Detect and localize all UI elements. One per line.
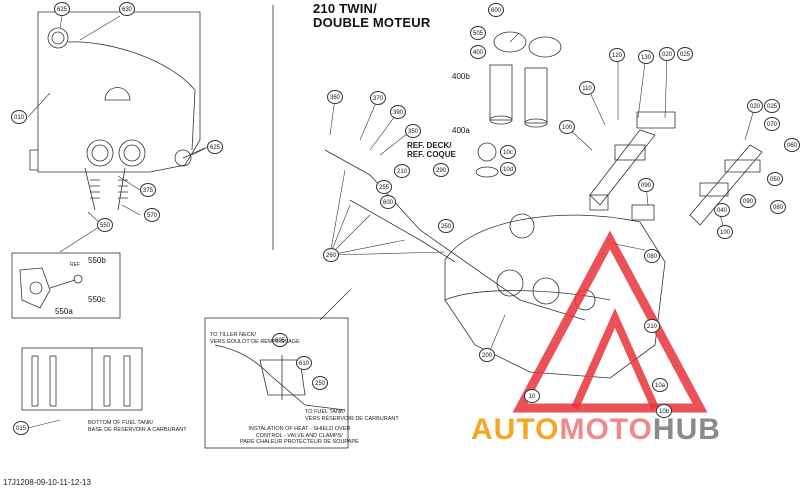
tank-brackets bbox=[589, 111, 763, 226]
title-line-1: 210 TWIN/ bbox=[313, 1, 377, 16]
callout-350: 350 bbox=[405, 124, 421, 138]
part-label-550b: 550b bbox=[88, 256, 106, 265]
callout-130: 130 bbox=[638, 50, 654, 64]
heat-en-1: INSTALATION OF HEAT - SHIELD OVER bbox=[248, 426, 351, 432]
callout-10b: 10b bbox=[656, 404, 672, 418]
callout-100: 100 bbox=[717, 225, 733, 239]
tiller-neck-note: TO TILLER NECK/ VERS GOULOT DE REMPLISSA… bbox=[210, 332, 300, 345]
callout-110: 110 bbox=[579, 81, 595, 95]
callout-370: 370 bbox=[370, 91, 386, 105]
main-fuel-tank bbox=[319, 142, 666, 379]
callout-100: 100 bbox=[559, 120, 575, 134]
bottom-tank-note: BOTTOM OF FUEL TANK/ BASE DE RÉSERVOIR À… bbox=[88, 420, 187, 433]
fuel-tank-top-view bbox=[29, 11, 206, 211]
callout-210: 210 bbox=[644, 319, 660, 333]
heat-shield-detail-box bbox=[204, 317, 349, 449]
heat-en-2: CONTROL - VALVE AND CLAMPS/ bbox=[255, 432, 343, 439]
part-label-400b: 400b bbox=[452, 72, 470, 81]
brand-moto: MOTO bbox=[559, 413, 653, 446]
fuel-tank-en: TO FUEL TANK/ bbox=[305, 409, 346, 415]
callout-015: 015 bbox=[13, 421, 29, 435]
callout-250: 250 bbox=[438, 219, 454, 233]
ref-deck-note: REF. DECK/ REF. COQUE bbox=[407, 141, 456, 159]
bottom-tank-fr: BASE DE RÉSERVOIR À CARBURANT bbox=[88, 426, 187, 433]
callout-600: 600 bbox=[380, 195, 396, 209]
callout-605: 605 bbox=[272, 333, 288, 347]
ref-small: REF bbox=[70, 262, 80, 268]
callout-570: 570 bbox=[144, 208, 160, 222]
callout-375: 375 bbox=[140, 183, 156, 197]
callout-390: 390 bbox=[390, 105, 406, 119]
bottom-tank-en: BOTTOM OF FUEL TANK/ bbox=[88, 420, 154, 426]
fuel-pumps bbox=[489, 31, 562, 128]
callout-020: 020 bbox=[747, 99, 763, 113]
callout-255: 255 bbox=[376, 180, 392, 194]
callout-630: 630 bbox=[119, 2, 135, 16]
callout-090: 090 bbox=[638, 178, 654, 192]
callout-040: 040 bbox=[714, 203, 730, 217]
callout-210: 210 bbox=[394, 164, 410, 178]
diagram-title: 210 TWIN/ DOUBLE MOTEUR bbox=[313, 2, 430, 30]
callout-505: 505 bbox=[470, 26, 486, 40]
callout-550: 550 bbox=[97, 218, 113, 232]
heat-shield-note: INSTALATION OF HEAT - SHIELD OVER CONTRO… bbox=[240, 426, 359, 446]
watermark-logo bbox=[512, 230, 708, 413]
title-line-2: DOUBLE MOTEUR bbox=[313, 15, 431, 30]
callout-400: 400 bbox=[470, 45, 486, 59]
tiller-en: TO TILLER NECK/ bbox=[210, 332, 256, 338]
callout-10d: 10d bbox=[500, 162, 516, 176]
callout-070: 070 bbox=[764, 117, 780, 131]
brand-hub: HUB bbox=[652, 413, 721, 446]
fuel-tank-note: TO FUEL TANK/ VERS RÉSERVOIR DE CARBURAN… bbox=[305, 409, 399, 422]
part-label-550c: 550c bbox=[88, 295, 106, 304]
callout-080: 080 bbox=[644, 249, 660, 263]
tiller-fr: VERS GOULOT DE REMPLISSAGE bbox=[210, 338, 300, 345]
callout-020: 020 bbox=[659, 47, 675, 61]
callout-025: 025 bbox=[764, 99, 780, 113]
diagram-code: 17J1208-09-10-11-12-13 bbox=[3, 478, 91, 487]
callout-050: 050 bbox=[767, 172, 783, 186]
callout-10c: 10c bbox=[500, 145, 516, 159]
fuel-tank-fr: VERS RÉSERVOIR DE CARBURANT bbox=[305, 415, 399, 422]
callout-060: 060 bbox=[784, 138, 800, 152]
callout-10a: 10a bbox=[652, 378, 668, 392]
part-label-550a: 550a bbox=[55, 307, 73, 316]
callout-260: 260 bbox=[323, 248, 339, 262]
callout-250: 250 bbox=[312, 376, 328, 390]
callout-360: 360 bbox=[327, 90, 343, 104]
callout-080: 080 bbox=[770, 200, 786, 214]
callout-010: 010 bbox=[11, 110, 27, 124]
hose-detail-box bbox=[11, 252, 121, 319]
callout-025: 025 bbox=[677, 47, 693, 61]
callout-290: 290 bbox=[433, 163, 449, 177]
ref-coque: REF. COQUE bbox=[407, 150, 456, 159]
callout-625: 625 bbox=[54, 2, 70, 16]
part-label-400a: 400a bbox=[452, 126, 470, 135]
bottom-of-tank-view bbox=[21, 347, 143, 411]
callout-610: 610 bbox=[296, 356, 312, 370]
leader-lines bbox=[27, 15, 756, 429]
ref-deck: REF. DECK/ bbox=[407, 141, 452, 150]
brand-auto: AUTO bbox=[471, 413, 560, 446]
callout-625: 625 bbox=[207, 140, 223, 154]
callout-600: 600 bbox=[488, 3, 504, 17]
heat-fr: PARE CHALEUR PROTECTEUR DE SOUPAPE bbox=[240, 439, 359, 445]
callout-200: 200 bbox=[479, 348, 495, 362]
callout-090: 090 bbox=[740, 194, 756, 208]
watermark-brand: AUTOMOTOHUB bbox=[471, 413, 721, 447]
callout-120: 120 bbox=[609, 48, 625, 62]
callout-10: 10 bbox=[524, 389, 540, 403]
